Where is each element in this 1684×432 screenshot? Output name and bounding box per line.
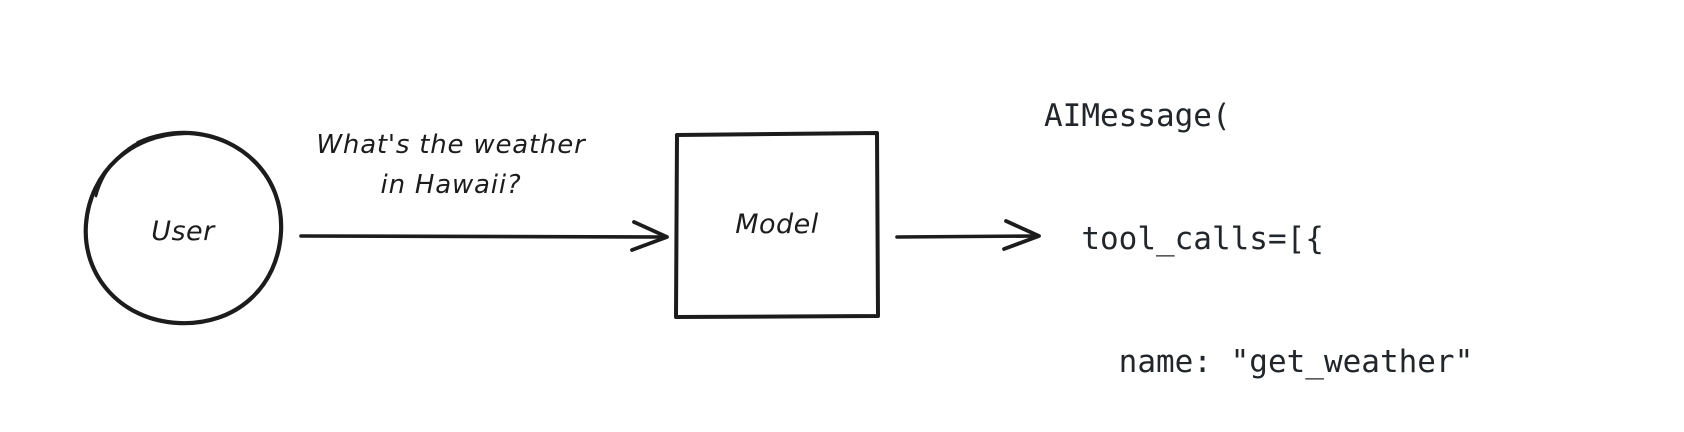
- node-model-label: Model: [735, 209, 819, 240]
- node-model[interactable]: Model: [674, 131, 880, 319]
- code-line: AIMessage(: [1044, 98, 1231, 134]
- edge-user-to-model-arrowhead: [630, 220, 669, 252]
- edge-user-to-model[interactable]: What's the weather in Hawaii?: [299, 130, 669, 252]
- user-circle-outline: [83, 130, 284, 326]
- edge-user-to-model-label-line2: in Hawaii?: [381, 170, 522, 200]
- edge-model-to-output[interactable]: [895, 219, 1041, 251]
- edge-model-to-output-line: [895, 234, 1038, 239]
- node-user-label: User: [151, 216, 216, 247]
- edge-model-to-output-arrowhead: [1002, 219, 1041, 251]
- model-box-outline: [674, 131, 880, 319]
- user-circle-overdraw: [94, 135, 154, 198]
- node-user[interactable]: User: [83, 130, 284, 326]
- edge-user-to-model-line: [299, 234, 666, 239]
- code-line: tool_calls=[{: [1044, 221, 1324, 257]
- code-line: name: "get_weather": [1044, 344, 1474, 380]
- edge-user-to-model-label-line1: What's the weather: [316, 130, 587, 160]
- ai-message-code-block: AIMessage( tool_calls=[{ name: "get_weat…: [1044, 14, 1511, 432]
